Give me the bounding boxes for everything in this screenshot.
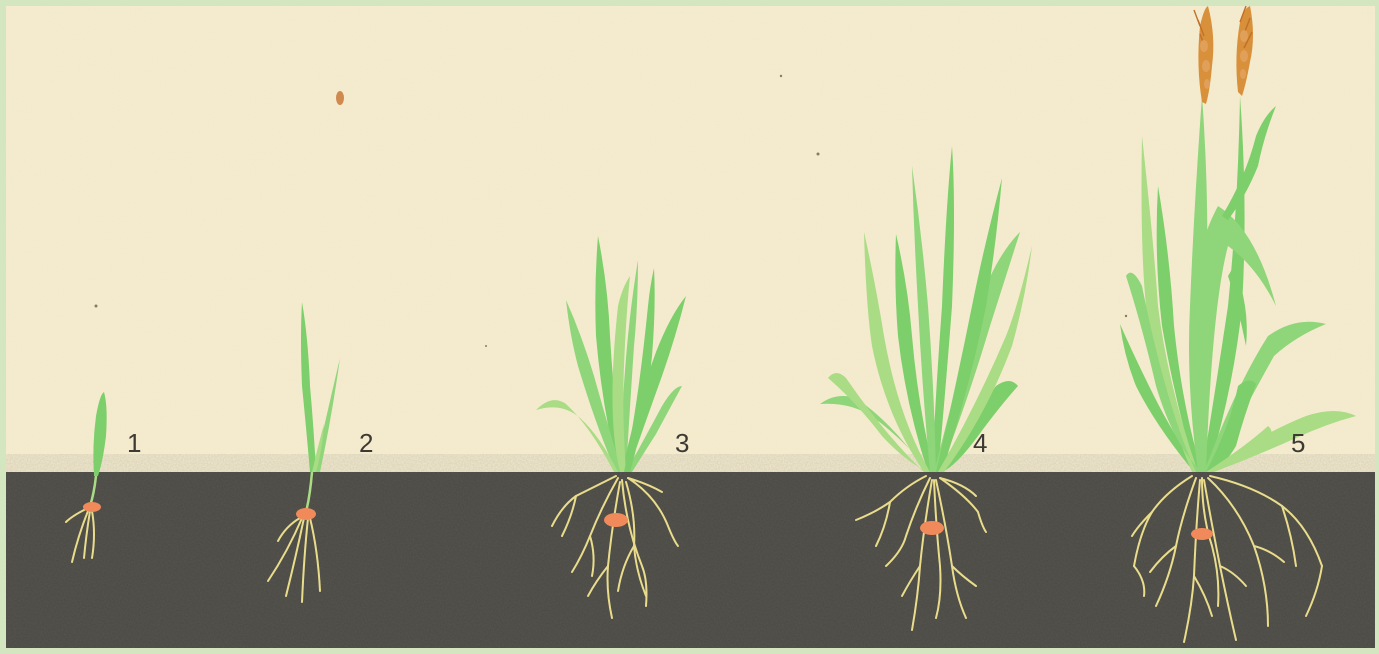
- seed-icon: [1191, 528, 1213, 540]
- stage-label-1: 1: [127, 430, 141, 456]
- stage-label-2: 2: [359, 430, 373, 456]
- seed-icon: [920, 521, 944, 535]
- seed-icon: [83, 502, 101, 512]
- wheat-growth-stages-illustration: 1 2 3 4 5: [6, 6, 1375, 648]
- stage-label-4: 4: [973, 430, 987, 456]
- seed-icon: [604, 513, 628, 527]
- seed-icon: [296, 508, 316, 520]
- stage-label-5: 5: [1291, 430, 1305, 456]
- illustration-canvas: [6, 6, 1375, 648]
- stage-label-3: 3: [675, 430, 689, 456]
